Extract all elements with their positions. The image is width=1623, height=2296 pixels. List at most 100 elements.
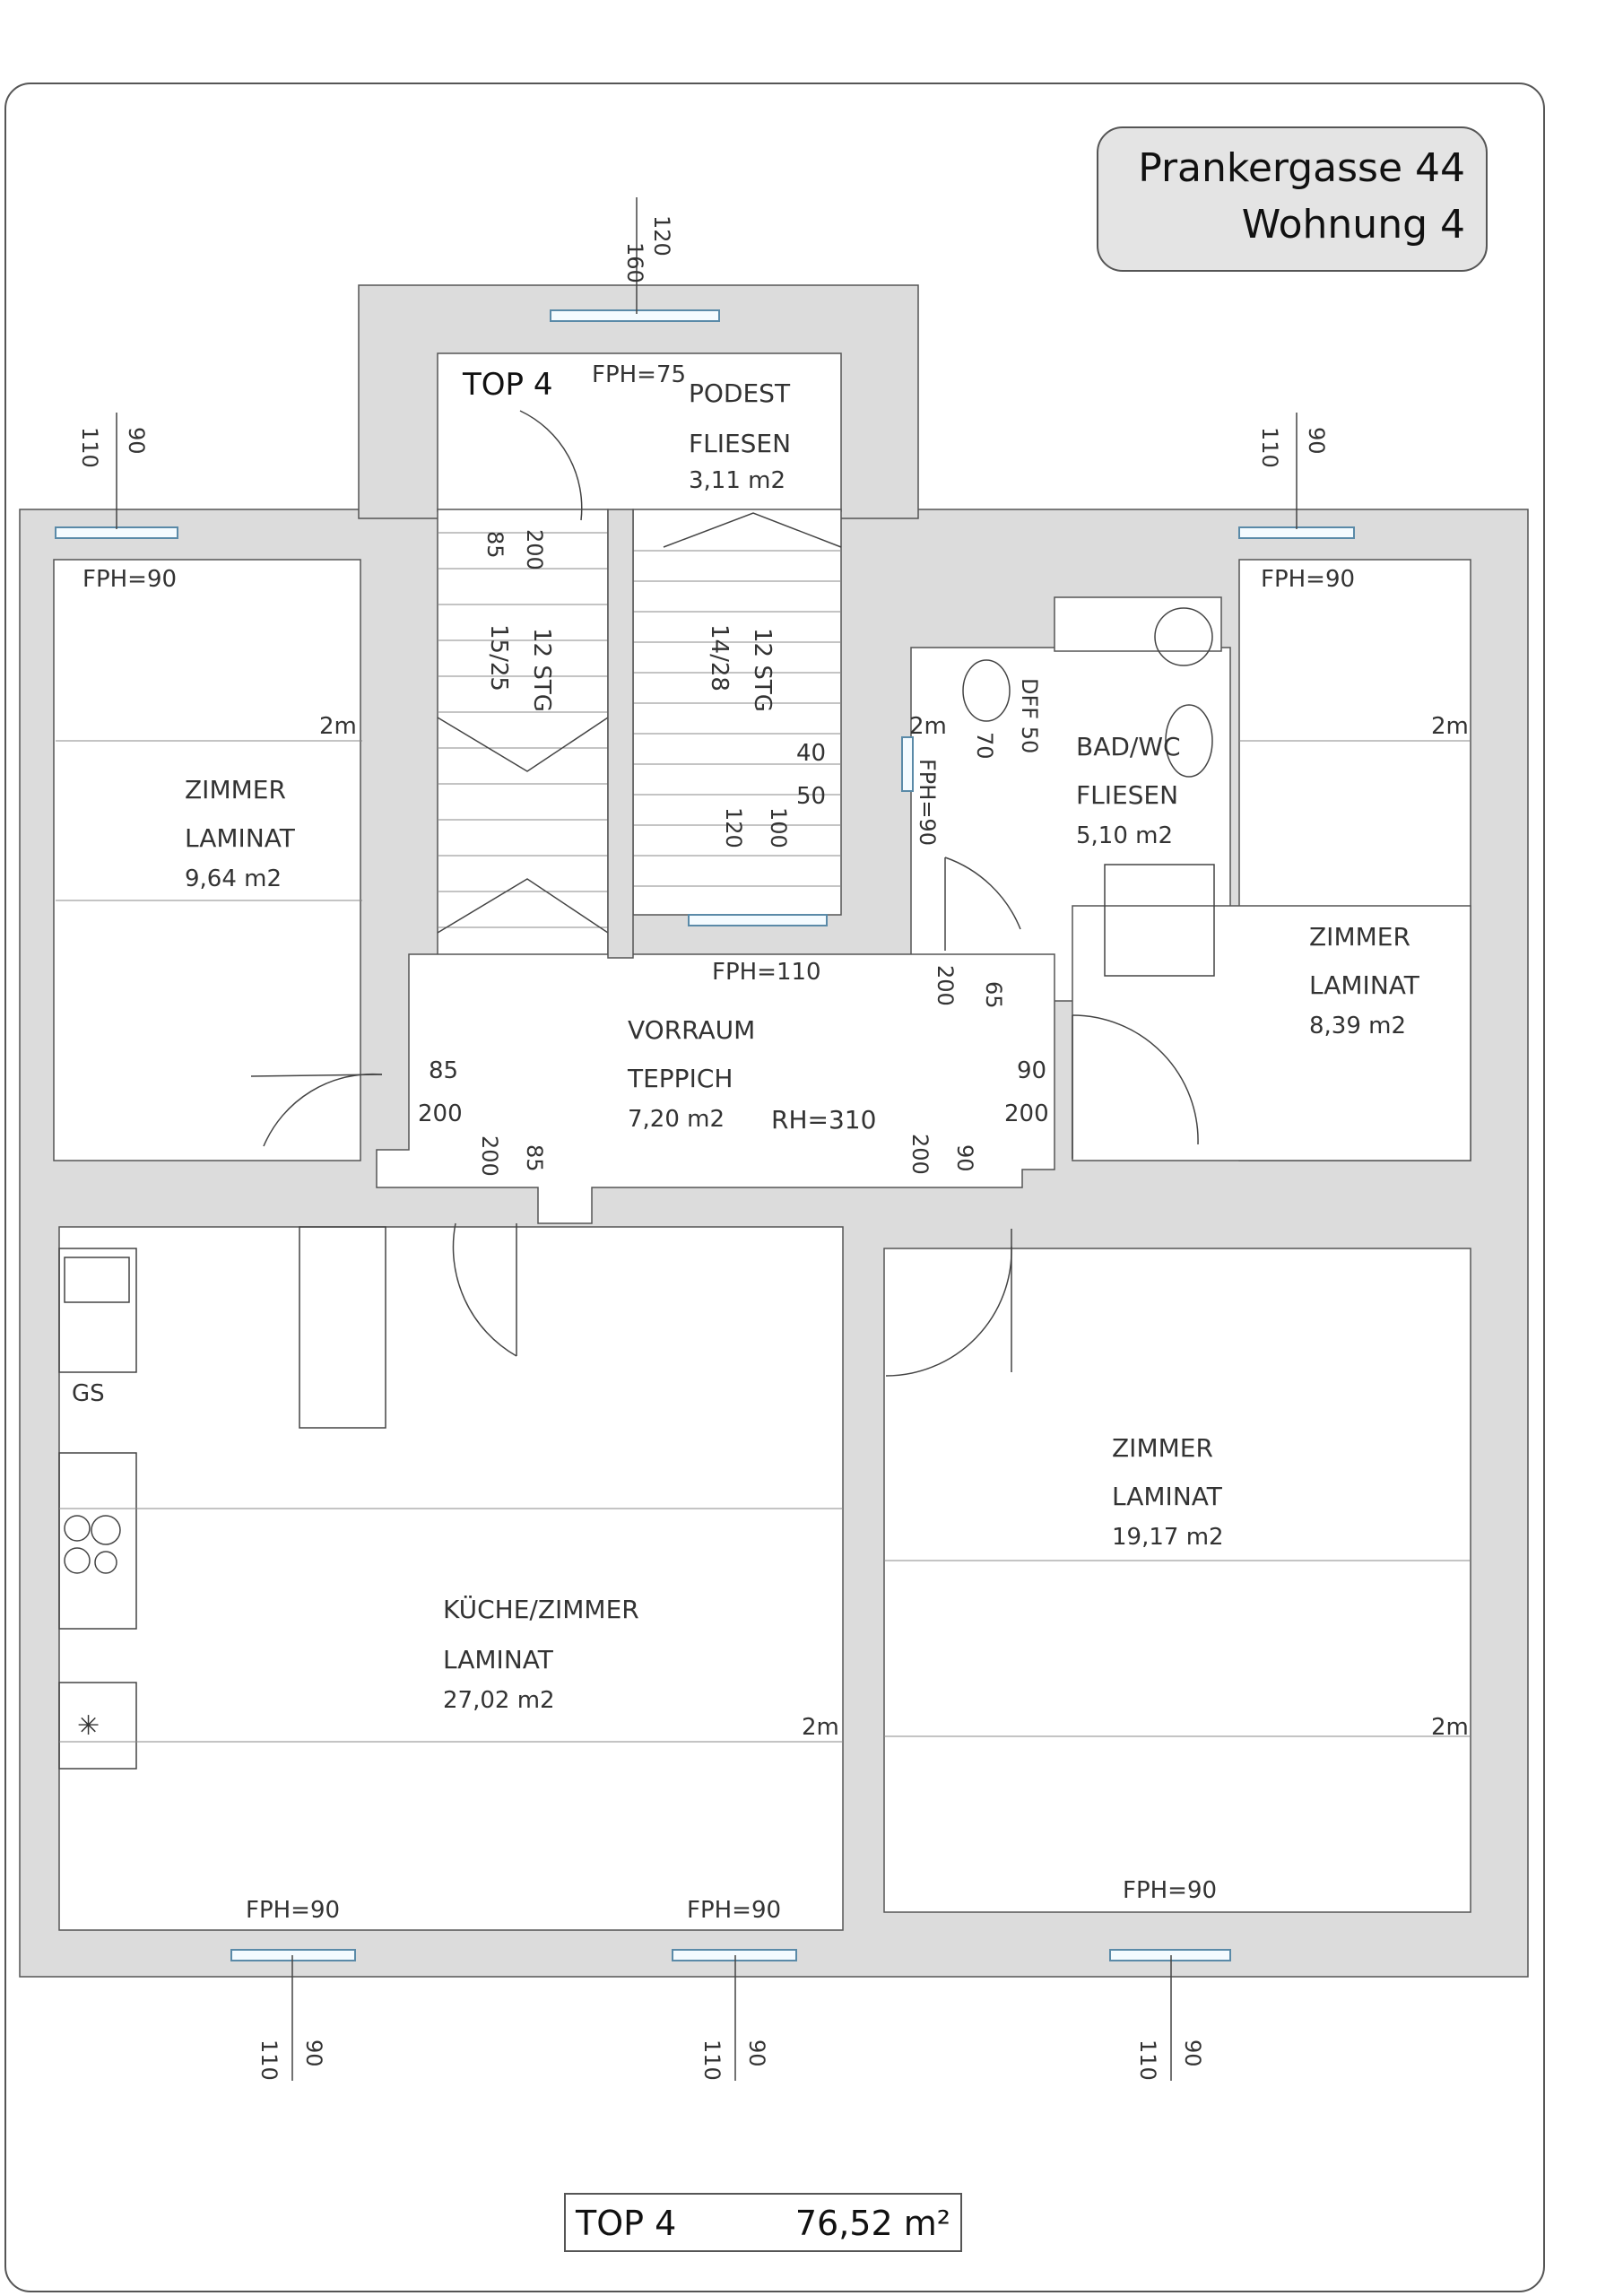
vorraum-name: VORRAUM: [628, 1015, 755, 1045]
height-mark-3: 2m: [1431, 713, 1469, 740]
height-mark-5: 2m: [1431, 1714, 1469, 1741]
podest-floor-type: FLIESEN: [689, 429, 791, 458]
window-ticks: [116, 197, 1298, 2081]
door-bad-h: 200: [933, 965, 958, 1006]
door-right-w: 90: [1017, 1057, 1046, 1084]
stair-right-d2: 100: [766, 807, 791, 848]
stair-left-d1: 200: [522, 529, 547, 570]
sheet-border: [4, 83, 1545, 2292]
kueche-area: 27,02 m2: [443, 1687, 555, 1714]
toilet-icon: [962, 659, 1011, 722]
dim-left-1: 110: [77, 427, 102, 468]
kitchen-fixtures: [58, 1226, 386, 1770]
title-box: Prankergasse 44 Wohnung 4: [1097, 126, 1488, 272]
bad-floor-type: FLIESEN: [1076, 780, 1178, 810]
bad-alcove: [1054, 596, 1222, 652]
footer-area: TOP 4 76,52 m²: [564, 2193, 962, 2252]
fph-bottom-left: FPH=90: [246, 1897, 340, 1924]
stair-divider: [607, 509, 634, 959]
fph-stair: FPH=110: [712, 959, 821, 986]
stair-right-floor: [632, 509, 842, 916]
height-mark-1: 2m: [319, 713, 357, 740]
dim-top-2: 120: [649, 215, 674, 257]
zimmer-right-large-area: 19,17 m2: [1112, 1524, 1224, 1551]
footer-unit: TOP 4: [575, 2204, 676, 2243]
zimmer-right-small-area: 8,39 m2: [1309, 1013, 1406, 1039]
dim-bl-2: 90: [301, 2039, 326, 2067]
stair-right-d1: 120: [721, 807, 746, 848]
fph-bottom-mid: FPH=90: [687, 1897, 781, 1924]
rooms: [53, 352, 1471, 1931]
fph-top: FPH=75: [592, 361, 686, 388]
bad-area: 5,10 m2: [1076, 822, 1173, 849]
stair-left-d2: 85: [482, 531, 508, 559]
stair-left-floor: [437, 509, 609, 959]
kueche-floor-type: LAMINAT: [443, 1645, 554, 1674]
footer-area-value: 76,52 m²: [795, 2204, 950, 2243]
zimmer-right-large-name: ZIMMER: [1112, 1433, 1213, 1463]
hob-icon: [64, 1515, 91, 1542]
stair-left-ratio: 15/25: [485, 624, 512, 691]
labels: TOP 4 PODEST FLIESEN 3,11 m2 ZIMMER LAMI…: [72, 215, 1469, 2081]
kueche-floor: [58, 1226, 844, 1931]
kitchen-column: [299, 1226, 386, 1429]
fph-bath: FPH=90: [915, 759, 940, 846]
door-bad-w: 65: [981, 981, 1006, 1009]
vorraum-area: 7,20 m2: [628, 1106, 725, 1133]
fph-right: FPH=90: [1261, 566, 1355, 593]
stair-left-steps: 12 STG: [528, 628, 555, 712]
sink-icon: [1165, 704, 1213, 778]
dim-right-1: 110: [1257, 427, 1282, 468]
gs-label: GS: [72, 1380, 105, 1407]
title-line-2: Wohnung 4: [1242, 202, 1465, 248]
niche-b: 50: [796, 783, 826, 810]
dim-top-1: 160: [622, 242, 647, 283]
vorraum-floor-type: TEPPICH: [627, 1064, 733, 1093]
fridge-icon: ✳: [77, 1710, 100, 1742]
door-zimmer-w: 90: [952, 1144, 977, 1172]
vorraum-floor: [376, 953, 1055, 1224]
zimmer-right-small-lower: [1072, 905, 1471, 1161]
door-left-h: 200: [418, 1100, 463, 1127]
door-kueche-w: 85: [522, 1144, 547, 1172]
bath-fixtures: [962, 607, 1215, 977]
top-label: TOP 4: [462, 367, 552, 403]
dim-bm-1: 110: [699, 2039, 725, 2081]
dim-right-2: 90: [1304, 427, 1329, 455]
door-swings: [250, 410, 1199, 1377]
stair-right-steps: 12 STG: [749, 628, 776, 712]
dim-bl-1: 110: [256, 2039, 282, 2081]
zimmer-left-area: 9,64 m2: [185, 865, 282, 892]
title-line-1: Prankergasse 44: [1138, 145, 1465, 191]
height-mark-2: 2m: [909, 713, 947, 740]
kueche-name: KÜCHE/ZIMMER: [443, 1594, 639, 1624]
door-right-h: 200: [1004, 1100, 1049, 1127]
door-kueche-h: 200: [477, 1135, 502, 1177]
zimmer-left-floor: [53, 559, 361, 1161]
bad-name: BAD/WC: [1076, 732, 1181, 761]
dim-br-2: 90: [1180, 2039, 1205, 2067]
washer-icon: [1154, 607, 1213, 666]
zimmer-left-name: ZIMMER: [185, 775, 286, 804]
podest-floor: [437, 352, 842, 512]
windows: [55, 309, 1355, 1961]
door-zimmer-h: 200: [907, 1134, 933, 1175]
height-mark-4: 2m: [802, 1714, 839, 1741]
niche-a: 40: [796, 740, 826, 767]
zimmer-right-large-floor-type: LAMINAT: [1112, 1482, 1223, 1511]
fph-left: FPH=90: [82, 566, 177, 593]
stair-treads: [438, 532, 841, 928]
slope-lines: [56, 740, 1471, 1743]
shower-icon: [1104, 864, 1215, 977]
zimmer-right-large-floor: [883, 1248, 1471, 1913]
dim-bm-2: 90: [744, 2039, 769, 2067]
zimmer-right-small-floor-type: LAMINAT: [1309, 970, 1420, 1000]
dff-label: DFF 50: [1017, 678, 1042, 753]
dff-height: 70: [972, 732, 997, 760]
stair-arrows: [437, 512, 842, 934]
door-left-w: 85: [429, 1057, 458, 1084]
dim-left-2: 90: [124, 427, 149, 455]
stair-right-ratio: 14/28: [706, 624, 733, 691]
fph-bottom-right: FPH=90: [1123, 1877, 1217, 1904]
